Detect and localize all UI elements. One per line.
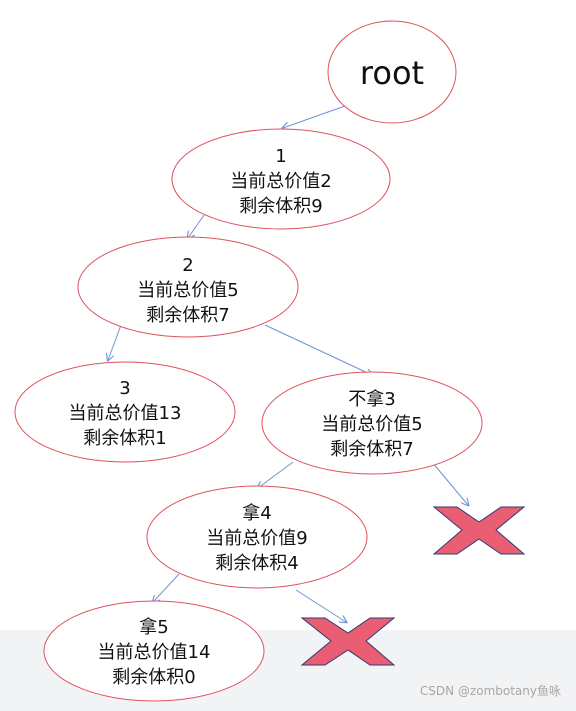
node-volume: 剩余体积7 [146,305,229,326]
node-volume: 剩余体积9 [239,196,322,217]
node-3: 3 当前总价值13 剩余体积1 [14,361,236,463]
node-value: 当前总价值2 [230,171,331,192]
node-ellipse [171,128,391,230]
node-value: 当前总价值5 [321,414,422,435]
edge-not-take-3-to-pruned [431,461,468,505]
node-title: 不拿3 [348,388,395,410]
root-ellipse [327,20,457,124]
edge-take-4-to-take-5 [153,573,180,602]
node-value: 当前总价值5 [137,280,238,301]
edge-2-to-3 [108,324,122,360]
node-2: 2 当前总价值5 剩余体积7 [77,236,299,338]
node-title: 拿4 [242,502,271,524]
root-label: root [360,54,424,92]
node-value: 当前总价值13 [69,403,182,424]
node-value: 当前总价值9 [206,528,307,549]
node-ellipse [14,361,236,463]
edge-root-to-1 [283,105,346,128]
node-take-4: 拿4 当前总价值9 剩余体积4 [146,485,368,589]
edge-take-4-to-pruned [295,589,346,622]
edge-2-to-not-take-3 [264,324,372,375]
cross-mark-icon [432,506,526,555]
node-ellipse [146,485,368,589]
node-volume: 剩余体积1 [83,428,166,449]
node-title: 2 [182,255,193,276]
node-title: 拿5 [139,616,168,638]
tree-edges [108,105,468,622]
cross-mark-icon [300,617,396,666]
node-ellipse [261,371,483,475]
node-title: 1 [275,146,286,167]
node-volume: 剩余体积7 [330,439,413,460]
node-volume: 剩余体积0 [112,667,195,688]
node-not-take-3: 不拿3 当前总价值5 剩余体积7 [261,371,483,475]
node-ellipse [77,236,299,338]
edge-1-to-2 [188,214,205,238]
node-title: 3 [119,378,130,399]
node-take-5: 拿5 当前总价值14 剩余体积0 [43,600,265,702]
root-node: root [327,20,457,124]
watermark: CSDN @zombotany鱼咏 [419,684,561,698]
node-ellipse [43,600,265,702]
node-volume: 剩余体积4 [215,553,298,574]
node-1: 1 当前总价值2 剩余体积9 [171,128,391,230]
edge-not-take-3-to-take-4 [258,461,294,488]
node-value: 当前总价值14 [98,642,211,663]
